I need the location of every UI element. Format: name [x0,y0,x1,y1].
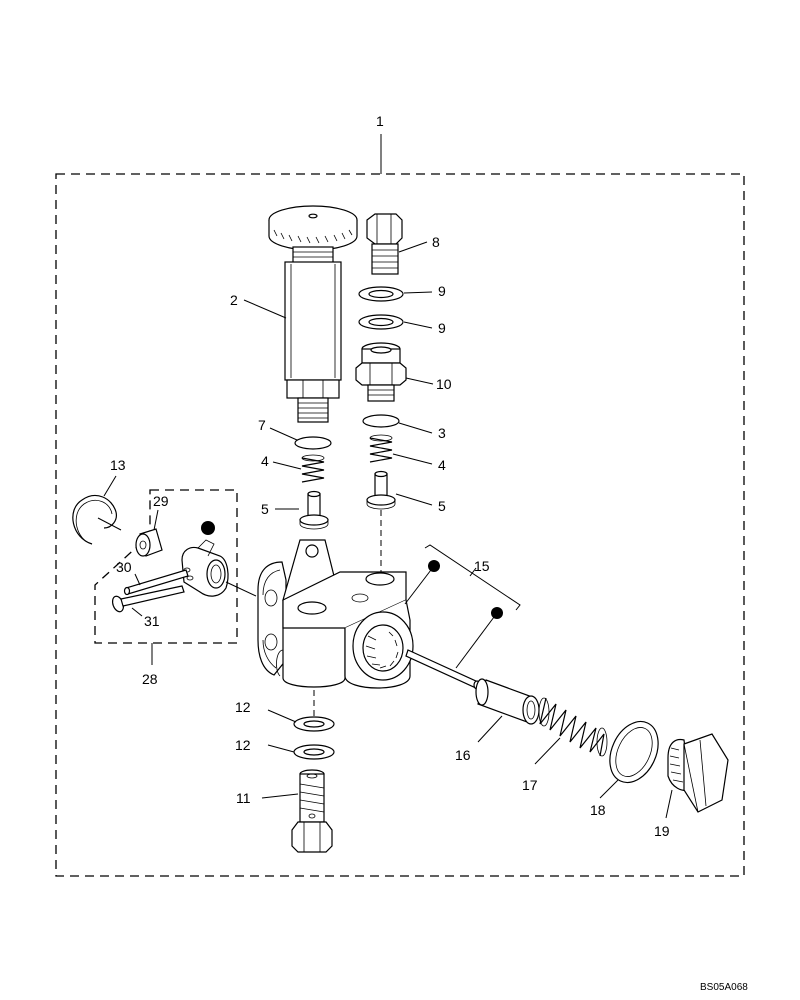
callout-30: 30 [116,559,132,575]
leader-12b [267,744,295,753]
bracket-15 [424,544,521,611]
leader-4a [272,461,302,470]
callout-15: 15 [474,558,490,574]
leader-dot-15b [455,612,498,669]
leader-4b [392,453,433,465]
callout-4-left: 4 [261,453,269,469]
o-ring-7 [294,436,332,450]
snap-ring-13-inner [75,500,113,545]
leader-13b [97,517,122,531]
leader-9b [403,321,433,329]
leader-8 [398,241,428,253]
callout-5-right: 5 [438,498,446,514]
leader-housing-to-body [225,581,257,597]
o-ring-3 [362,414,400,428]
callout-8: 8 [432,234,440,250]
callout-9-lower: 9 [438,320,446,336]
kit-boundary [55,173,745,877]
plug-19 [667,733,729,813]
leader-17 [534,737,561,765]
leader-2 [243,299,287,319]
leader-16 [477,715,503,743]
washer-12-lower [293,744,335,760]
primer-pump [268,205,358,423]
leader-31 [131,607,143,617]
callout-16: 16 [455,747,471,763]
callout-10: 10 [436,376,452,392]
pin-30 [123,569,189,596]
lever-housing-28 [181,539,229,597]
leader-3 [398,422,433,434]
banjo-bolt-bottom [291,769,333,853]
callout-1: 1 [376,113,384,129]
washer-9-lower [358,314,404,330]
spring-4-right [369,434,393,463]
valve-5-right [366,470,396,510]
callout-31: 31 [144,613,160,629]
callout-9-upper: 9 [438,283,446,299]
spring-4-left [301,454,325,483]
bushing-29 [135,528,163,557]
callout-11: 11 [236,790,251,806]
callout-12-upper: 12 [235,699,251,715]
callout-29: 29 [153,493,169,509]
valve-5-left [299,490,329,530]
leader-7 [269,427,298,441]
callout-12-lower: 12 [235,737,251,753]
pin [405,649,481,690]
sleeve-16 [475,678,540,725]
leader-9a [403,291,433,294]
fitting [355,342,407,402]
callout-3: 3 [438,425,446,441]
leader-10 [405,377,434,385]
leader-18 [599,779,619,799]
leader-dot-15a [404,565,435,605]
snap-ring-13 [72,495,117,545]
callout-18: 18 [590,802,606,818]
gasket-18 [609,720,659,784]
leader-12a [267,709,297,723]
leader-29 [153,509,159,531]
callout-5-left: 5 [261,501,269,517]
callout-4-right: 4 [438,457,446,473]
leader-19 [665,789,673,819]
banjo-bolt-top [366,213,403,275]
leader-30 [134,573,141,586]
spring-17 [538,697,608,757]
callout-28: 28 [142,671,158,687]
leader-15 [469,567,477,577]
leader-5b [395,493,433,506]
leader-13 [103,475,117,497]
washer-9-upper [358,286,404,302]
callout-7: 7 [258,417,266,433]
washer-12-upper [293,716,335,732]
pump-body [257,539,414,689]
callout-17: 17 [522,777,538,793]
callout-2: 2 [230,292,238,308]
callout-19: 19 [654,823,670,839]
drawing-code: BS05A068 [700,982,748,993]
leader-11 [261,793,299,799]
note-dot-28 [201,521,215,535]
callout-13: 13 [110,457,126,473]
screw-31 [111,585,185,613]
